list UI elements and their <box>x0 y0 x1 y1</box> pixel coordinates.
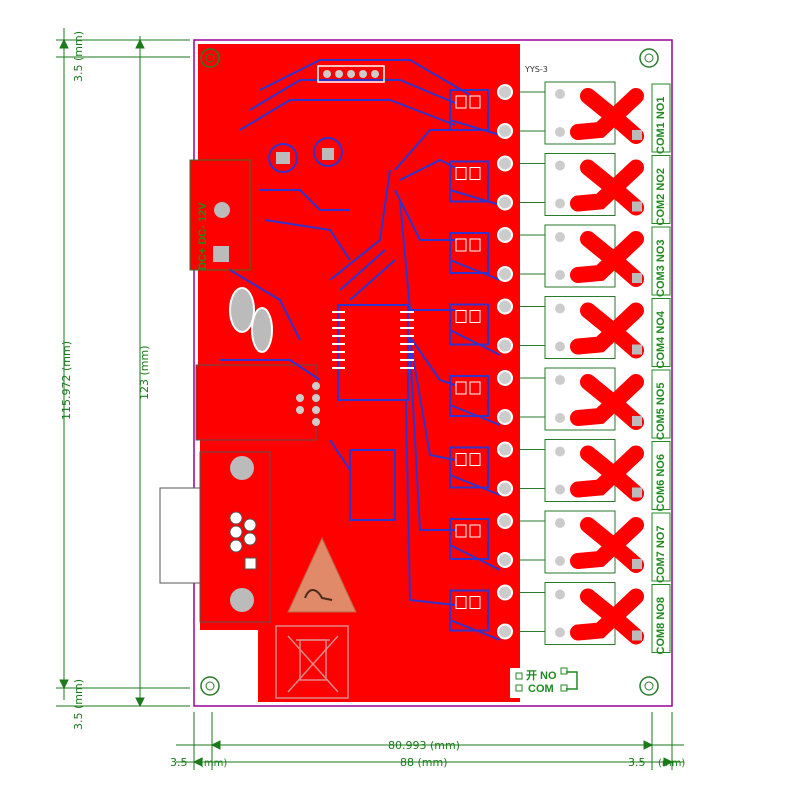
relay-6 <box>520 439 644 502</box>
relay-label-8: COM8 NO8 <box>655 597 667 654</box>
mcu-chip <box>332 304 414 401</box>
mounting-hole-icon <box>200 676 220 696</box>
relay-label-3: COM3 NO3 <box>655 240 667 297</box>
power-pad <box>251 307 273 353</box>
relay-3 <box>520 224 644 288</box>
relay-label-6: COM6 NO6 <box>655 454 667 511</box>
dim-left-total: 123 (mm) <box>138 345 151 400</box>
contact-legend: 开 NO COM <box>510 667 580 698</box>
dim-bottom-left-unit: (mm) <box>200 758 227 769</box>
legend-no-label: 开 NO <box>526 669 557 682</box>
power-pad-round <box>214 202 230 218</box>
relay-driver-1 <box>449 84 513 139</box>
dim-left-top: 3.5 (mm) <box>72 31 85 82</box>
relay-label-1: COM1 NO1 <box>655 97 667 154</box>
pin-header <box>317 65 385 83</box>
usb-connector-outline <box>195 364 317 441</box>
relay-7 <box>520 510 644 574</box>
usb-pads <box>296 382 320 426</box>
relay-2 <box>520 153 644 216</box>
relay-driver-5 <box>449 370 513 425</box>
power-label: DC+ DC- 12V <box>197 202 209 270</box>
relay-driver-4 <box>449 298 513 354</box>
relay-label-5: COM5 NO5 <box>655 383 667 440</box>
power-pad <box>229 287 255 333</box>
relay-blocks <box>520 81 644 645</box>
relay-label-2: COM2 NO2 <box>655 168 667 225</box>
power-pad-square <box>213 246 229 262</box>
dim-left-bottom: 3.5 (mm) <box>72 679 85 730</box>
driver-chip <box>349 449 396 521</box>
dim-bottom-right-unit: (mm) <box>658 758 685 769</box>
relay-label-4: COM4 NO4 <box>655 310 667 368</box>
db9-pins <box>229 456 257 612</box>
relay-4 <box>520 296 644 359</box>
mounting-hole-icon <box>639 676 659 696</box>
dim-left-mid: 115.972 (mm) <box>60 341 73 420</box>
relay-driver-2 <box>449 155 513 211</box>
legend-com-label: COM <box>528 683 554 695</box>
relay-driver-7 <box>449 513 513 568</box>
capacitor-icon <box>313 137 343 167</box>
relay-5 <box>520 367 644 431</box>
mounting-hole-icon <box>639 48 659 68</box>
mounting-hole-icon <box>200 48 220 68</box>
dim-bottom-right: 3.5 <box>628 756 646 769</box>
relay-driver-3 <box>449 227 513 282</box>
weee-bin-icon <box>275 625 349 699</box>
dim-bottom-inner: 80.993 (mm) <box>388 739 460 752</box>
db9-connector-outline <box>159 487 201 584</box>
relay-1 <box>520 81 644 145</box>
relay-driver-8 <box>449 584 513 640</box>
board-label: YYS-3 <box>524 65 548 74</box>
esd-warning-icon <box>287 536 357 613</box>
relay-driver-6 <box>449 441 513 497</box>
relay-label-7: COM7 NO7 <box>655 526 667 583</box>
capacitor-icon <box>268 143 298 173</box>
relay-rows <box>449 84 513 640</box>
dimension-lines <box>56 28 684 770</box>
dim-bottom-total: 88 (mm) <box>400 756 448 769</box>
dim-bottom-left: 3.5 <box>170 756 188 769</box>
relay-8 <box>520 582 644 645</box>
